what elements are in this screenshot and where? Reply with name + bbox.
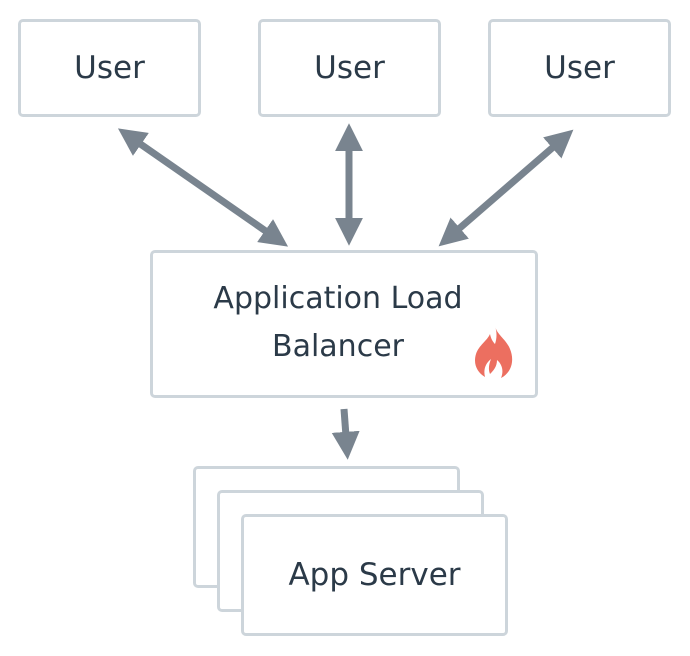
- arrow-alb-server: [331, 408, 360, 460]
- user-label: User: [544, 50, 615, 86]
- user-label: User: [74, 50, 145, 86]
- load-balancer-box: Application Load Balancer: [150, 250, 538, 398]
- arrow-user3-alb: [438, 129, 574, 247]
- arrow-user1-alb: [117, 128, 289, 247]
- flame-icon: [475, 326, 513, 378]
- user-box-2: User: [258, 19, 441, 117]
- user-box-1: User: [18, 19, 201, 117]
- user-box-3: User: [488, 19, 671, 117]
- load-balancer-label: Application Load Balancer: [213, 281, 463, 364]
- app-server-box: App Server: [241, 514, 508, 636]
- app-server-label: App Server: [288, 557, 461, 593]
- user-label: User: [314, 50, 385, 86]
